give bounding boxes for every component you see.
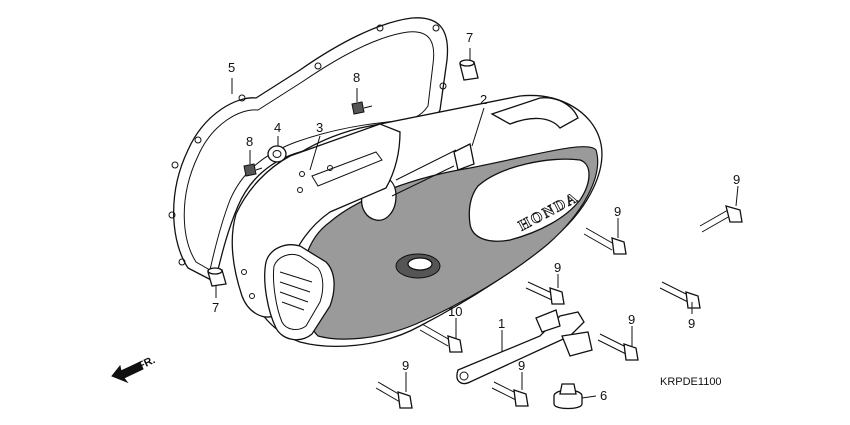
intake-duct: [264, 244, 335, 341]
bolt-9-bottom-center: [491, 381, 529, 407]
bolt-9-right-lower: [659, 281, 701, 309]
bracket-part-1: [456, 309, 593, 385]
callout-3: 3: [316, 120, 323, 135]
bolt-9-right-top: [699, 205, 743, 233]
bolt-9-bottom-left: [375, 381, 413, 409]
callout-9-right-top: 9: [733, 172, 740, 187]
clip-part-8-top: [351, 101, 373, 115]
diagram-code: KRPDE1100: [660, 376, 722, 388]
bolt-10: [419, 323, 463, 353]
front-label: FR.: [136, 354, 157, 373]
callout-9-bottom-left: 9: [402, 358, 409, 373]
dowel-pin-part-7-top: [459, 59, 479, 81]
clip-part-8-left: [243, 163, 263, 177]
callout-6: 6: [600, 388, 607, 403]
dowel-pin-part-7-bottom: [207, 267, 227, 287]
callout-1: 1: [498, 316, 505, 331]
callout-7-bottom: 7: [212, 300, 219, 315]
oil-seal-part-4: [267, 145, 287, 163]
callout-7-top: 7: [466, 30, 473, 45]
callout-9-center: 9: [554, 260, 561, 275]
callout-4: 4: [274, 120, 281, 135]
callout-2: 2: [480, 92, 487, 107]
callout-9-right-mid: 9: [614, 204, 621, 219]
callout-5: 5: [228, 60, 235, 75]
rubber-mount-part-6: [553, 383, 583, 410]
bolt-9-right-mid: [583, 227, 627, 255]
leader-lines: [215, 48, 739, 399]
bolt-9-center: [525, 281, 565, 305]
callout-9-bottom-center: 9: [518, 358, 525, 373]
callout-9-right-lower: 9: [688, 316, 695, 331]
front-direction-arrow-icon: FR.: [111, 354, 157, 384]
callout-9-lower-right: 9: [628, 312, 635, 327]
bolt-9-lower-right: [597, 333, 639, 361]
callout-10: 10: [448, 304, 462, 319]
callout-8-left: 8: [246, 134, 253, 149]
callout-8-top: 8: [353, 70, 360, 85]
